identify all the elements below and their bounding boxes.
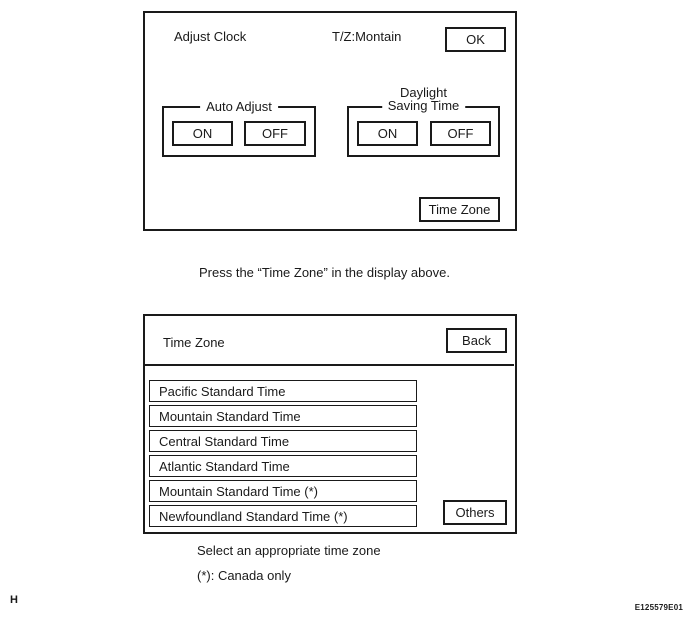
daylight-saving-legend-line1: Daylight: [400, 85, 447, 100]
time-zone-option[interactable]: Pacific Standard Time: [149, 380, 417, 402]
time-zone-option[interactable]: Atlantic Standard Time: [149, 455, 417, 477]
timezone-status-label: T/Z:Montain: [332, 29, 402, 44]
time-zone-title: Time Zone: [163, 335, 225, 350]
ok-button[interactable]: OK: [445, 27, 506, 52]
time-zone-button[interactable]: Time Zone: [419, 197, 500, 222]
time-zone-header: Time Zone Back: [145, 316, 514, 366]
auto-adjust-on-button[interactable]: ON: [172, 121, 233, 146]
figure-code: E125579E01: [634, 603, 683, 612]
caption-canada-note: (*): Canada only: [197, 568, 291, 583]
auto-adjust-group: Auto Adjust ON OFF: [162, 100, 316, 157]
daylight-saving-off-button[interactable]: OFF: [430, 121, 491, 146]
adjust-clock-title: Adjust Clock: [174, 29, 247, 44]
daylight-saving-group: Daylight Saving Time ON OFF: [347, 86, 500, 157]
auto-adjust-off-button[interactable]: OFF: [244, 121, 306, 146]
time-zone-option[interactable]: Newfoundland Standard Time (*): [149, 505, 417, 527]
time-zone-option[interactable]: Mountain Standard Time: [149, 405, 417, 427]
adjust-clock-screen: Adjust Clock T/Z:Montain OK Auto Adjust …: [143, 11, 517, 231]
footer-section-letter: H: [10, 594, 18, 606]
daylight-saving-on-button[interactable]: ON: [357, 121, 418, 146]
daylight-saving-legend: Daylight Saving Time: [381, 85, 466, 113]
caption-press-time-zone: Press the “Time Zone” in the display abo…: [199, 265, 450, 280]
daylight-saving-legend-line2: Saving Time: [387, 98, 460, 113]
caption-select-time-zone: Select an appropriate time zone: [197, 543, 381, 558]
time-zone-option[interactable]: Mountain Standard Time (*): [149, 480, 417, 502]
auto-adjust-legend: Auto Adjust: [200, 100, 278, 113]
time-zone-option[interactable]: Central Standard Time: [149, 430, 417, 452]
others-button[interactable]: Others: [443, 500, 507, 525]
back-button[interactable]: Back: [446, 328, 507, 353]
